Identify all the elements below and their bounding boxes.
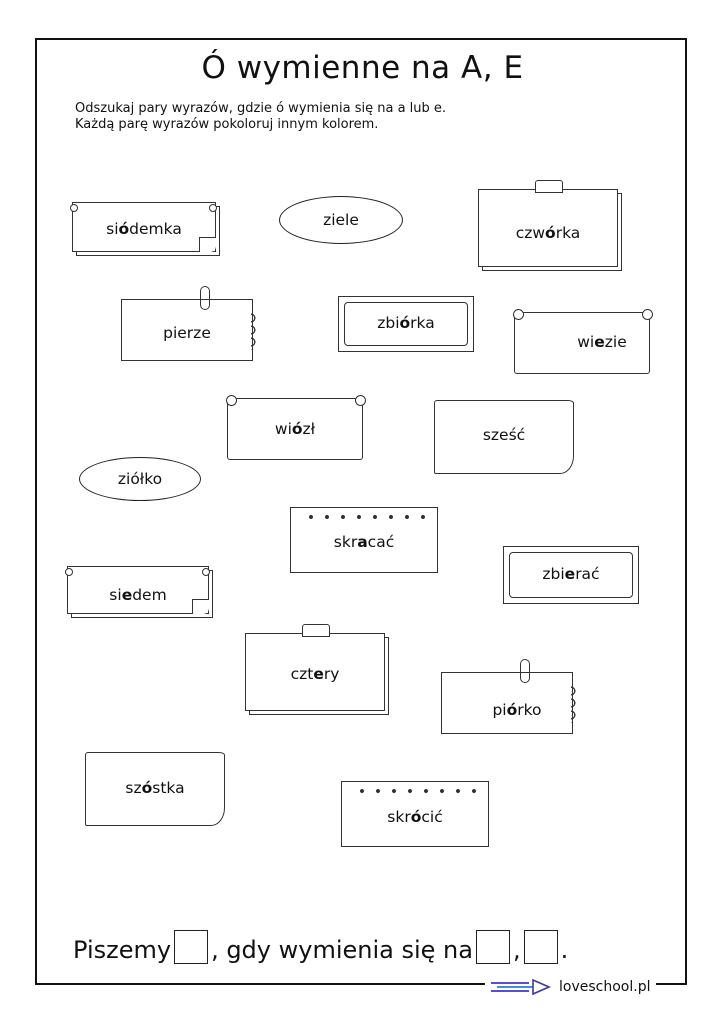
pin-icon	[642, 309, 653, 320]
word-text: pierze	[163, 324, 211, 342]
punched-holes-icon	[303, 515, 425, 519]
pin-icon	[226, 395, 237, 406]
page-curl-icon	[199, 237, 216, 252]
instruction-line-2: Każdą parę wyrazów pokoloruj innym kolor…	[75, 117, 379, 132]
answer-box-1[interactable]	[174, 930, 209, 964]
answer-box-3[interactable]	[523, 930, 558, 964]
word-text: piórko	[492, 701, 542, 719]
page-title: Ó wymienne na A, E	[201, 50, 524, 86]
word-card-cztery[interactable]: cztery	[245, 624, 385, 711]
word-card-piorko[interactable]: piórko	[441, 659, 581, 734]
page-frame	[35, 38, 687, 985]
word-card-zbiorka[interactable]: zbiórka	[338, 296, 474, 352]
binder-clip-icon	[302, 624, 330, 637]
footer-text-2: , gdy wymienia się na	[211, 936, 473, 964]
answer-box-2[interactable]	[475, 930, 510, 964]
answer-sentence: Piszemy , gdy wymienia się na , .	[73, 930, 568, 964]
word-text: zbierać	[542, 565, 600, 583]
word-card-skrocic[interactable]: skrócić	[341, 781, 489, 847]
word-text: sześć	[482, 426, 526, 444]
word-card-ziolko[interactable]: ziółko	[79, 457, 201, 501]
instructions: Odszukaj pary wyrazów, gdzie ó wymienia …	[75, 101, 446, 133]
word-text: siedem	[109, 586, 167, 604]
word-card-szesc[interactable]: sześć	[434, 400, 574, 474]
word-text: siódemka	[106, 220, 182, 238]
word-card-siodemka[interactable]: siódemka	[70, 202, 217, 252]
word-text: ziółko	[117, 470, 163, 488]
spiral-binding-icon	[251, 312, 261, 350]
paperclip-icon	[520, 659, 530, 683]
spiral-binding-icon	[571, 685, 581, 723]
loveschool-logo: loveschool.pl	[485, 974, 657, 1000]
pin-icon	[355, 395, 366, 406]
page-curl-icon	[192, 599, 209, 614]
footer-period: .	[560, 936, 569, 964]
pin-icon	[513, 309, 524, 320]
word-text: ziele	[323, 211, 359, 229]
word-text: wiózł	[274, 420, 316, 438]
word-card-szostka[interactable]: szóstka	[85, 752, 225, 826]
pin-icon	[209, 204, 217, 212]
word-text: cztery	[290, 665, 340, 683]
paperclip-icon	[200, 286, 210, 310]
word-card-zbierac[interactable]: zbierać	[503, 546, 639, 604]
word-card-wiezie[interactable]: wiezie	[513, 309, 653, 374]
word-text: skrócić	[387, 808, 443, 826]
word-text: czwórka	[515, 224, 581, 242]
footer-comma: ,	[512, 936, 521, 964]
pin-icon	[70, 204, 78, 212]
word-card-skracac[interactable]: skracać	[290, 507, 438, 573]
punched-holes-icon	[354, 789, 476, 793]
logo-text: loveschool.pl	[559, 979, 651, 995]
word-text: wiezie	[577, 333, 627, 351]
pin-icon	[202, 568, 210, 576]
footer-text-1: Piszemy	[73, 936, 172, 964]
word-card-wiozl[interactable]: wiózł	[226, 395, 366, 460]
word-card-siedem[interactable]: siedem	[65, 566, 210, 614]
logo-arrow-icon	[491, 978, 551, 996]
word-card-ziele[interactable]: ziele	[279, 196, 403, 244]
word-text: zbiórka	[377, 314, 435, 332]
word-text: skracać	[333, 533, 395, 551]
instruction-line-1: Odszukaj pary wyrazów, gdzie ó wymienia …	[75, 101, 447, 116]
pin-icon	[65, 568, 73, 576]
word-card-czworka[interactable]: czwórka	[478, 180, 618, 267]
word-card-pierze[interactable]: pierze	[121, 286, 261, 361]
binder-clip-icon	[535, 180, 563, 193]
word-text: szóstka	[125, 779, 185, 797]
